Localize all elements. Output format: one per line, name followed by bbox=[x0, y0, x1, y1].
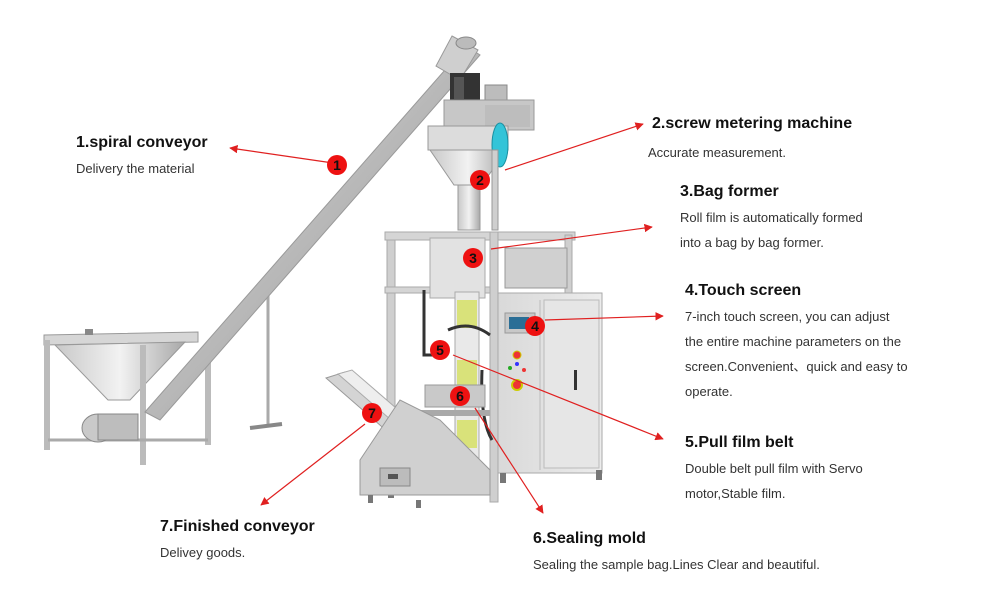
label-description-line-2: the entire machine parameters on the bbox=[685, 334, 902, 349]
label-pull-film-belt: 5.Pull film belt Double belt pull film w… bbox=[685, 434, 863, 506]
label-description-line-3: screen.Convenient、quick and easy to bbox=[685, 359, 908, 374]
finished-conveyor bbox=[325, 369, 491, 508]
label-title: 4.Touch screen bbox=[685, 282, 802, 299]
label-screw-metering-description: Accurate measurement. bbox=[648, 140, 786, 165]
conveyor-support-stand bbox=[249, 290, 283, 430]
callout-line-7 bbox=[260, 423, 366, 506]
label-description-line-4: operate. bbox=[685, 384, 733, 399]
label-screw-metering-machine: 2.screw metering machine bbox=[652, 115, 852, 133]
label-bag-former: 3.Bag former Roll film is automatically … bbox=[680, 183, 863, 255]
label-title: 3.Bag former bbox=[680, 183, 779, 200]
label-description-line-1: 7-inch touch screen, you can adjust bbox=[685, 309, 890, 324]
label-title: 1.spiral conveyor bbox=[76, 134, 208, 151]
callout-line-4 bbox=[544, 312, 664, 321]
label-description: Delivey goods. bbox=[160, 545, 246, 560]
marker-7: 7 bbox=[362, 403, 382, 423]
spiral-conveyor-tube bbox=[144, 35, 481, 421]
label-title: 6.Sealing mold bbox=[533, 530, 646, 547]
callout-line-5 bbox=[452, 354, 664, 441]
label-title: 5.Pull film belt bbox=[685, 434, 794, 451]
marker-3: 3 bbox=[463, 248, 483, 268]
callout-line-2 bbox=[504, 122, 644, 171]
marker-6: 6 bbox=[450, 386, 470, 406]
marker-1: 1 bbox=[327, 155, 347, 175]
touch-screen-display bbox=[509, 317, 529, 329]
screw-metering-machine bbox=[427, 73, 535, 231]
control-cabinet bbox=[497, 292, 603, 483]
label-sealing-mold: 6.Sealing mold Sealing the sample bag.Li… bbox=[533, 530, 820, 577]
label-spiral-conveyor: 1.spiral conveyor Delivery the material bbox=[76, 134, 208, 181]
label-description-line-1: Double belt pull film with Servo bbox=[685, 461, 863, 476]
label-finished-conveyor: 7.Finished conveyor Delivey goods. bbox=[160, 518, 315, 565]
label-description: Sealing the sample bag.Lines Clear and b… bbox=[533, 557, 820, 572]
label-title: 7.Finished conveyor bbox=[160, 518, 315, 535]
label-touch-screen: 4.Touch screen 7-inch touch screen, you … bbox=[685, 282, 908, 404]
label-title: 2.screw metering machine bbox=[652, 115, 853, 132]
marker-2: 2 bbox=[470, 170, 490, 190]
feed-hopper bbox=[43, 329, 211, 465]
label-description: Delivery the material bbox=[76, 161, 195, 176]
callout-lines bbox=[229, 122, 664, 514]
marker-5: 5 bbox=[430, 340, 450, 360]
label-description-line-2: motor,Stable film. bbox=[685, 486, 786, 501]
marker-4: 4 bbox=[525, 316, 545, 336]
label-description: Accurate measurement. bbox=[648, 145, 787, 160]
callout-line-1 bbox=[229, 144, 334, 164]
label-description-line-2: into a bag by bag former. bbox=[680, 235, 824, 250]
label-description-line-1: Roll film is automatically formed bbox=[680, 210, 863, 225]
callout-line-3 bbox=[490, 223, 653, 250]
callout-line-6 bbox=[474, 407, 544, 514]
